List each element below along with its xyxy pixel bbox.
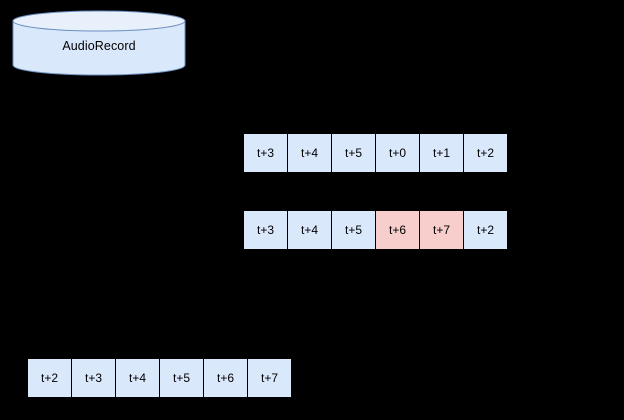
cylinder-icon [12, 10, 186, 76]
buffer-cell[interactable]: t+5 [159, 358, 204, 398]
buffer-cell[interactable]: t+4 [287, 133, 332, 173]
buffer-cell[interactable]: t+7 [247, 358, 292, 398]
buffer-cell[interactable]: t+5 [331, 133, 376, 173]
buffer-row-ordered: t+2 t+3 t+4 t+5 t+6 t+7 [27, 358, 292, 398]
buffer-cell[interactable]: t+2 [27, 358, 72, 398]
audio-record-cylinder[interactable]: AudioRecord [12, 10, 186, 76]
buffer-cell[interactable]: t+3 [243, 133, 288, 173]
buffer-cell-highlight[interactable]: t+7 [419, 210, 464, 250]
buffer-row-overwritten: t+3 t+4 t+5 t+6 t+7 t+2 [243, 210, 508, 250]
buffer-cell[interactable]: t+4 [115, 358, 160, 398]
buffer-cell[interactable]: t+6 [203, 358, 248, 398]
buffer-cell[interactable]: t+2 [463, 210, 508, 250]
buffer-cell[interactable]: t+0 [375, 133, 420, 173]
buffer-cell[interactable]: t+2 [463, 133, 508, 173]
buffer-cell[interactable]: t+3 [243, 210, 288, 250]
buffer-row-pending: t+3 t+4 t+5 t+0 t+1 t+2 [243, 133, 508, 173]
buffer-cell[interactable]: t+5 [331, 210, 376, 250]
buffer-cell[interactable]: t+4 [287, 210, 332, 250]
buffer-cell[interactable]: t+3 [71, 358, 116, 398]
buffer-cell-highlight[interactable]: t+6 [375, 210, 420, 250]
buffer-cell[interactable]: t+1 [419, 133, 464, 173]
audio-record-label: AudioRecord [62, 39, 136, 53]
